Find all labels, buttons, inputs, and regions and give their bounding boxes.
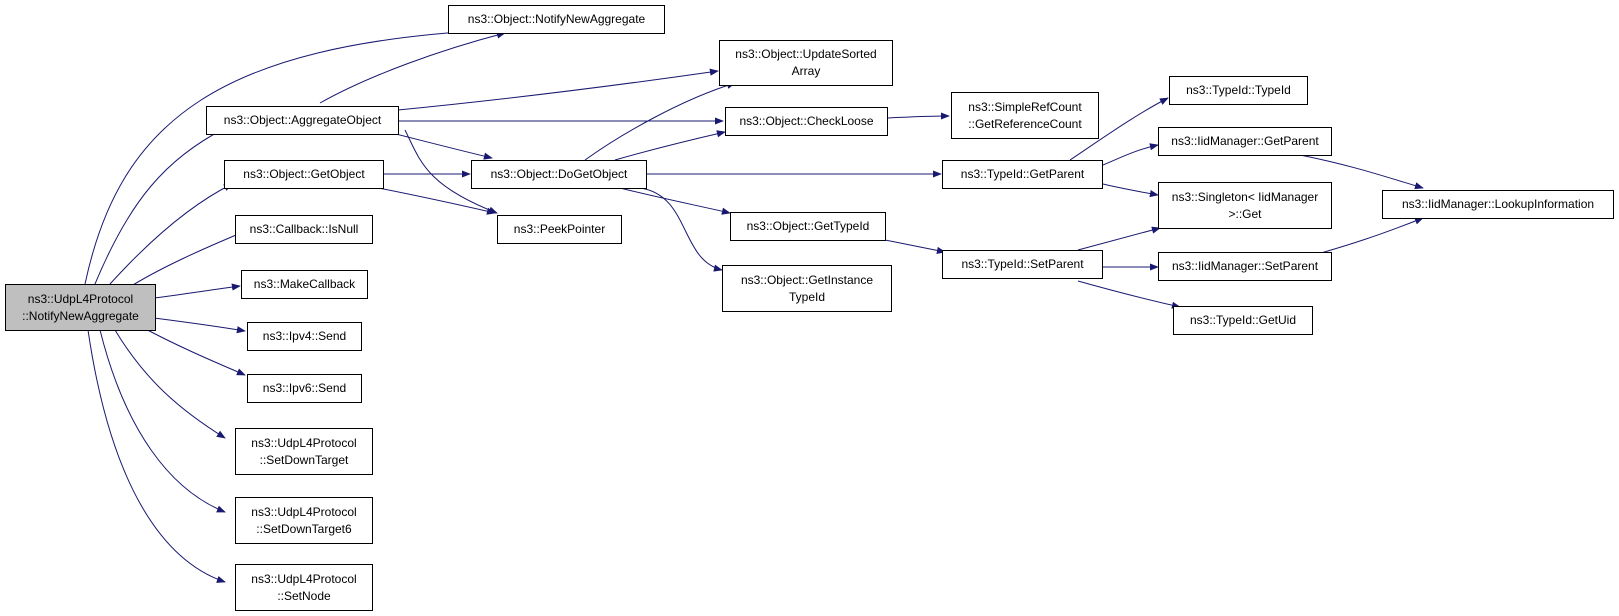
node-label-line-2: ::SetDownTarget6 xyxy=(256,521,352,536)
node-peek-pointer[interactable]: ns3::PeekPointer xyxy=(497,215,622,244)
node-label-line-2: >::Get xyxy=(1228,206,1262,221)
edge-aggregate-to-notify-new-aggregate xyxy=(319,31,506,104)
node-label: ns3::Ipv6::Send xyxy=(262,381,347,395)
node-label-line-2: ::GetReferenceCount xyxy=(968,116,1082,131)
node-label: ns3::Callback::IsNull xyxy=(249,222,359,236)
node-label: ns3::TypeId::GetParent xyxy=(960,167,1085,181)
node-object-get-object[interactable]: ns3::Object::GetObject xyxy=(224,160,384,189)
node-label: ns3::IidManager::SetParent xyxy=(1171,259,1319,273)
edge-root-to-ipv6-send xyxy=(139,325,246,376)
node-label-line-2: TypeId xyxy=(788,289,826,304)
edge-typeid-set-parent-to-singleton-get xyxy=(1077,226,1161,251)
node-singleton-iidmanager-get[interactable]: ns3::Singleton< IidManager >::Get xyxy=(1158,182,1332,229)
edge-do-get-object-to-get-type-id xyxy=(619,187,731,215)
edge-iidmanager-get-parent-to-lookup-information xyxy=(1299,154,1424,190)
edge-root-to-set-node xyxy=(87,329,226,583)
edge-typeid-get-parent-to-typeid-typeid xyxy=(1069,97,1169,161)
node-object-get-type-id[interactable]: ns3::Object::GetTypeId xyxy=(730,212,886,241)
edge-typeid-get-parent-to-singleton-get xyxy=(1102,183,1159,198)
edge-typeid-set-parent-to-typeid-get-uid xyxy=(1077,280,1181,309)
node-label: ns3::TypeId::SetParent xyxy=(961,257,1084,271)
node-label: ns3::Object::DoGetObject xyxy=(490,167,628,181)
node-typeid-set-parent[interactable]: ns3::TypeId::SetParent xyxy=(942,250,1103,279)
edge-typeid-get-parent-to-iidmanager-get-parent xyxy=(1102,143,1159,166)
edge-root-to-set-down-target xyxy=(114,329,226,439)
node-label: ns3::IidManager::GetParent xyxy=(1171,134,1319,148)
node-label-line-1: ns3::UdpL4Protocol xyxy=(251,571,357,586)
node-object-do-get-object[interactable]: ns3::Object::DoGetObject xyxy=(471,160,647,189)
node-label-line-2: Array xyxy=(791,64,821,78)
node-make-callback[interactable]: ns3::MakeCallback xyxy=(241,270,368,299)
node-udpl4protocol-notify-new-aggregate[interactable]: ns3::UdpL4Protocol ::NotifyNewAggregate xyxy=(5,284,156,331)
node-simple-ref-count-get-reference-count[interactable]: ns3::SimpleRefCount ::GetReferenceCount xyxy=(951,92,1099,139)
node-label-line-2: ::NotifyNewAggregate xyxy=(22,308,139,323)
edge-do-get-object-to-check-loose xyxy=(614,130,726,161)
edge-root-to-callback-isnull xyxy=(127,229,249,289)
edge-aggregate-to-update-sorted-array xyxy=(397,68,719,111)
edge-root-to-set-down-target6 xyxy=(99,329,226,513)
node-label: ns3::IidManager::LookupInformation xyxy=(1401,197,1595,211)
node-iidmanager-set-parent[interactable]: ns3::IidManager::SetParent xyxy=(1158,252,1332,281)
node-iidmanager-lookup-information[interactable]: ns3::IidManager::LookupInformation xyxy=(1382,190,1614,219)
node-label-line-1: ns3::Object::GetInstance xyxy=(740,272,874,287)
edge-get-object-to-peek-pointer xyxy=(367,185,496,215)
edge-get-type-id-to-typeid-set-parent xyxy=(884,239,946,254)
edge-check-loose-to-get-reference-count xyxy=(887,112,950,120)
node-object-update-sorted-array[interactable]: ns3::Object::UpdateSorted Array xyxy=(719,40,893,86)
node-callback-isnull[interactable]: ns3::Callback::IsNull xyxy=(235,215,373,244)
node-label: ns3::Object::CheckLoose xyxy=(739,114,874,128)
node-ipv4-send[interactable]: ns3::Ipv4::Send xyxy=(247,322,362,351)
node-udpl4protocol-set-down-target[interactable]: ns3::UdpL4Protocol ::SetDownTarget xyxy=(235,428,373,475)
node-label: ns3::Object::AggregateObject xyxy=(223,113,382,127)
node-label: ns3::TypeId::TypeId xyxy=(1186,83,1291,97)
node-label: ns3::Object::GetTypeId xyxy=(746,219,870,233)
node-label: ns3::PeekPointer xyxy=(513,222,606,236)
node-object-get-instance-type-id[interactable]: ns3::Object::GetInstance TypeId xyxy=(722,265,892,312)
node-label-line-2: ::SetDownTarget xyxy=(259,452,349,467)
node-udpl4protocol-set-node[interactable]: ns3::UdpL4Protocol ::SetNode xyxy=(235,564,373,611)
node-udpl4protocol-set-down-target6[interactable]: ns3::UdpL4Protocol ::SetDownTarget6 xyxy=(235,497,373,544)
node-label-line-1: ns3::UdpL4Protocol xyxy=(251,504,357,519)
edge-root-to-aggregate-object xyxy=(94,127,226,285)
node-object-notify-new-aggregate[interactable]: ns3::Object::NotifyNewAggregate xyxy=(448,5,665,34)
node-object-check-loose[interactable]: ns3::Object::CheckLoose xyxy=(725,107,888,136)
node-label-line-1: ns3::SimpleRefCount xyxy=(968,99,1082,114)
node-object-aggregate-object[interactable]: ns3::Object::AggregateObject xyxy=(206,106,399,135)
node-label: ns3::Object::GetObject xyxy=(243,167,365,181)
node-label: ns3::TypeId::GetUid xyxy=(1189,313,1297,327)
node-label-line-1: ns3::Object::UpdateSorted xyxy=(735,47,877,61)
node-label: ns3::MakeCallback xyxy=(253,277,356,291)
node-label-line-2: ::SetNode xyxy=(277,588,331,603)
node-typeid-get-uid[interactable]: ns3::TypeId::GetUid xyxy=(1173,306,1313,335)
node-ipv6-send[interactable]: ns3::Ipv6::Send xyxy=(247,374,362,403)
edge-do-get-object-to-update-sorted-array xyxy=(584,81,736,161)
node-iidmanager-get-parent[interactable]: ns3::IidManager::GetParent xyxy=(1158,127,1332,156)
edge-root-to-ipv4-send xyxy=(153,317,246,334)
node-label-line-1: ns3::Singleton< IidManager xyxy=(1171,189,1319,204)
edge-root-to-make-callback xyxy=(153,283,241,299)
edge-root-to-get-object xyxy=(109,183,233,285)
edge-root-to-notify-new-aggregate xyxy=(84,26,491,285)
node-typeid-typeid[interactable]: ns3::TypeId::TypeId xyxy=(1169,76,1308,105)
edge-aggregate-to-peek-pointer xyxy=(404,129,498,214)
node-label: ns3::Object::NotifyNewAggregate xyxy=(467,12,646,26)
node-typeid-get-parent[interactable]: ns3::TypeId::GetParent xyxy=(942,160,1103,189)
node-label: ns3::Ipv4::Send xyxy=(262,329,347,343)
edge-do-get-object-to-get-instance-type-id xyxy=(639,187,723,272)
node-label-line-1: ns3::UdpL4Protocol xyxy=(251,435,357,450)
node-label-line-1: ns3::UdpL4Protocol xyxy=(27,291,134,306)
